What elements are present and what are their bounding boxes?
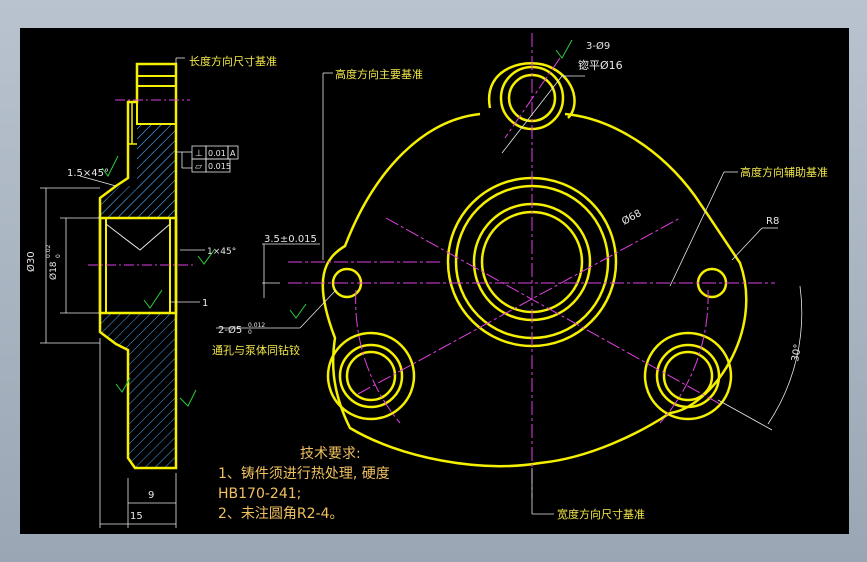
roughness-symbols: [101, 155, 215, 407]
technical-requirements: 技术要求: 1、铸件须进行热处理, 硬度 HB170-241; 2、未注圆角R2…: [218, 446, 390, 522]
top-boss: [136, 63, 176, 125]
flange-outline: [321, 112, 748, 468]
chamfer-15-label: 1.5×45°: [67, 168, 109, 179]
height-aux-datum-label: 高度方向辅助基准: [740, 165, 828, 179]
engineering-drawing: ⊥ 0.01 A ▱ 0.015 1.5×45° 1×45° Ø30 Ø18 0…: [25, 33, 828, 528]
hole-spec-label: 3-Ø9: [586, 40, 610, 52]
tech-req-line-3: 2、未注圆角R2-4。: [218, 506, 344, 522]
pin-tol-lower: 0: [248, 329, 252, 336]
dia-18-label: Ø18: [48, 261, 59, 280]
length-datum-label: 长度方向尺寸基准: [189, 54, 277, 68]
angle-30-label: 30°: [790, 343, 804, 362]
flatness-value: 0.015: [208, 162, 231, 171]
front-view: 高度方向主要基准 高度方向辅助基准 宽度方向尺寸基准 3-Ø9 锪平Ø16 R8…: [212, 33, 828, 521]
side-section-view: ⊥ 0.01 A ▱ 0.015 1.5×45° 1×45° Ø30 Ø18 0…: [25, 54, 277, 528]
dim-15-label: 15: [130, 511, 143, 522]
dia-18-tol-lower: 0: [55, 254, 62, 258]
upper-hatch-main: [100, 124, 176, 218]
flatness-symbol: ▱: [195, 162, 202, 172]
bore: [98, 216, 178, 315]
width-datum-label: 宽度方向尺寸基准: [557, 507, 645, 521]
tech-req-title: 技术要求:: [300, 446, 361, 462]
top-lug: [487, 62, 576, 119]
dim-35-label: 3.5±0.015: [264, 234, 317, 245]
bottom-left-counterbore: [326, 331, 416, 421]
side-view-outline: [98, 62, 178, 470]
front-roughness-symbols: [289, 39, 573, 319]
bottom-right-hole: [655, 343, 721, 409]
dim-9-label: 9: [148, 490, 154, 501]
pin-note-label: 通孔与泵体同钻铰: [212, 343, 300, 357]
pin-tol-upper: 0.012: [248, 322, 265, 329]
bottom-left-hole-inner: [345, 350, 397, 402]
perpendicularity-value: 0.01: [208, 149, 226, 158]
chamfer-1-label: 1×45°: [207, 247, 236, 257]
geometric-tolerance-frames: ⊥ 0.01 A ▱ 0.015: [176, 145, 239, 173]
bottom-left-hole: [338, 343, 404, 409]
perpendicularity-datum: A: [230, 149, 236, 158]
bottom-right-counterbore: [643, 331, 733, 421]
dim-1-label: 1: [202, 298, 208, 309]
dia-30-label: Ø30: [25, 251, 37, 272]
counterbore-label: 锪平Ø16: [578, 59, 623, 72]
height-main-datum-label: 高度方向主要基准: [335, 67, 423, 81]
perpendicularity-symbol: ⊥: [195, 149, 203, 159]
drawing-canvas[interactable]: ⊥ 0.01 A ▱ 0.015 1.5×45° 1×45° Ø30 Ø18 0…: [20, 28, 849, 534]
tech-req-line-1: 1、铸件须进行热处理, 硬度: [218, 466, 390, 482]
bottom-right-hole-inner: [662, 350, 714, 402]
dia-18-tol-upper: 0.02: [45, 244, 52, 258]
r8-label: R8: [766, 216, 779, 227]
tech-req-line-2: HB170-241;: [218, 486, 301, 502]
dia-68-label: Ø68: [620, 207, 644, 227]
pin-holes-label: 2-Ø5: [218, 324, 242, 336]
lower-hatch-region: [100, 313, 176, 468]
